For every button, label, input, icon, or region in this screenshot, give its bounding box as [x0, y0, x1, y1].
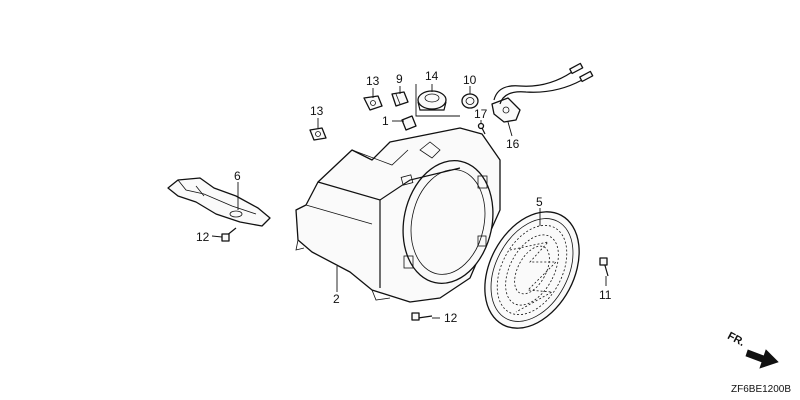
callout-2: 2: [333, 292, 340, 306]
clip-13-upper: [363, 95, 383, 111]
callout-11: 11: [599, 288, 612, 302]
callout-6: 6: [234, 169, 241, 183]
switch-holder-14: [417, 90, 447, 111]
callout-13-lower: 13: [310, 104, 324, 118]
cord-clamp-9: [391, 91, 409, 107]
clip-13-lower: [309, 127, 327, 141]
shroud-plate-part: [167, 177, 271, 227]
screw-17: [477, 122, 486, 135]
callout-16: 16: [506, 137, 520, 151]
callout-5: 5: [536, 195, 543, 209]
callout-1: 1: [382, 114, 389, 128]
clip-1: [401, 115, 417, 131]
bolt-12-bottom: [411, 312, 433, 321]
front-arrow-icon: [745, 349, 779, 369]
screen-grid-part: [484, 211, 580, 329]
bolt-11: [599, 257, 609, 277]
grommet-10: [461, 93, 479, 109]
callout-14: 14: [425, 69, 439, 83]
drawing-code: ZF6BE1200B: [731, 384, 791, 395]
front-direction-label: FR.: [725, 330, 746, 349]
callout-12-bottom: 12: [444, 311, 458, 325]
leader-lines: [211, 84, 607, 319]
front-direction-marker: FR.: [725, 330, 779, 369]
callout-10: 10: [463, 73, 477, 87]
bolt-12-left: [221, 227, 237, 242]
fan-cover-part: [295, 127, 501, 303]
callout-9: 9: [396, 72, 403, 86]
cord-switch-16: [491, 62, 594, 123]
callout-13-upper: 13: [366, 74, 380, 88]
callout-17: 17: [474, 107, 488, 121]
callout-12-left: 12: [196, 230, 210, 244]
